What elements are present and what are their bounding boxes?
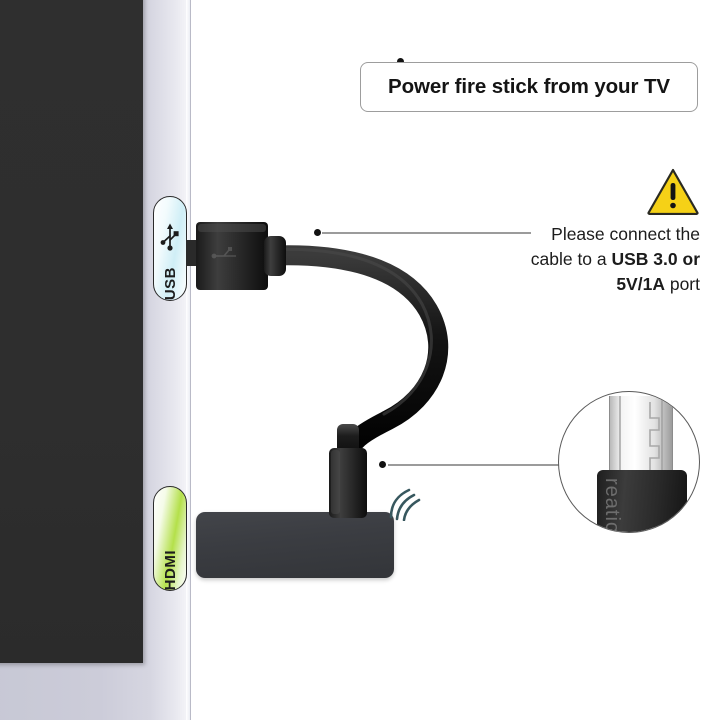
- wifi-signal-icon: [387, 479, 427, 522]
- warning-line-2-prefix: cable to a: [530, 249, 612, 269]
- usb-trident-icon: [159, 222, 181, 261]
- callout-title-text: Power fire stick from your TV: [388, 75, 670, 98]
- micro-usb-metal-shell: [609, 396, 673, 474]
- micro-usb-plug-housing: [597, 470, 687, 532]
- warning-line-3: 5V/1A port: [455, 272, 700, 297]
- warning-message: Please connect the cable to a USB 3.0 or…: [455, 222, 700, 297]
- warning-line-2: cable to a USB 3.0 or: [455, 247, 700, 272]
- callout-line-microusb: [388, 464, 588, 466]
- callout-line-cable: [322, 232, 531, 234]
- warning-line-2-bold: USB 3.0 or: [611, 249, 701, 269]
- tv-screen: [0, 0, 143, 663]
- warning-line-3-bold: 5V/1A: [616, 274, 665, 294]
- tv-port-usb[interactable]: USB: [153, 196, 187, 301]
- tv-port-hdmi-label: HDMI: [161, 549, 179, 590]
- micro-usb-connector-zoom: reation: [558, 391, 700, 533]
- fire-stick-body: [196, 512, 394, 578]
- warning-line-3-suffix: port: [664, 274, 700, 294]
- warning-line-1: Please connect the: [551, 224, 700, 244]
- callout-dot-title: [397, 58, 404, 65]
- callout-dot-microusb: [379, 461, 386, 468]
- tv-bezel-edge-highlight: [186, 0, 190, 720]
- tv-port-hdmi[interactable]: HDMI: [153, 486, 187, 591]
- micro-usb-brand-text: reation: [601, 478, 623, 533]
- tv-port-usb-label: USB: [161, 266, 179, 300]
- callout-box-title: Power fire stick from your TV: [360, 62, 698, 112]
- warning-triangle-icon: [647, 167, 699, 216]
- callout-dot-cable: [314, 229, 321, 236]
